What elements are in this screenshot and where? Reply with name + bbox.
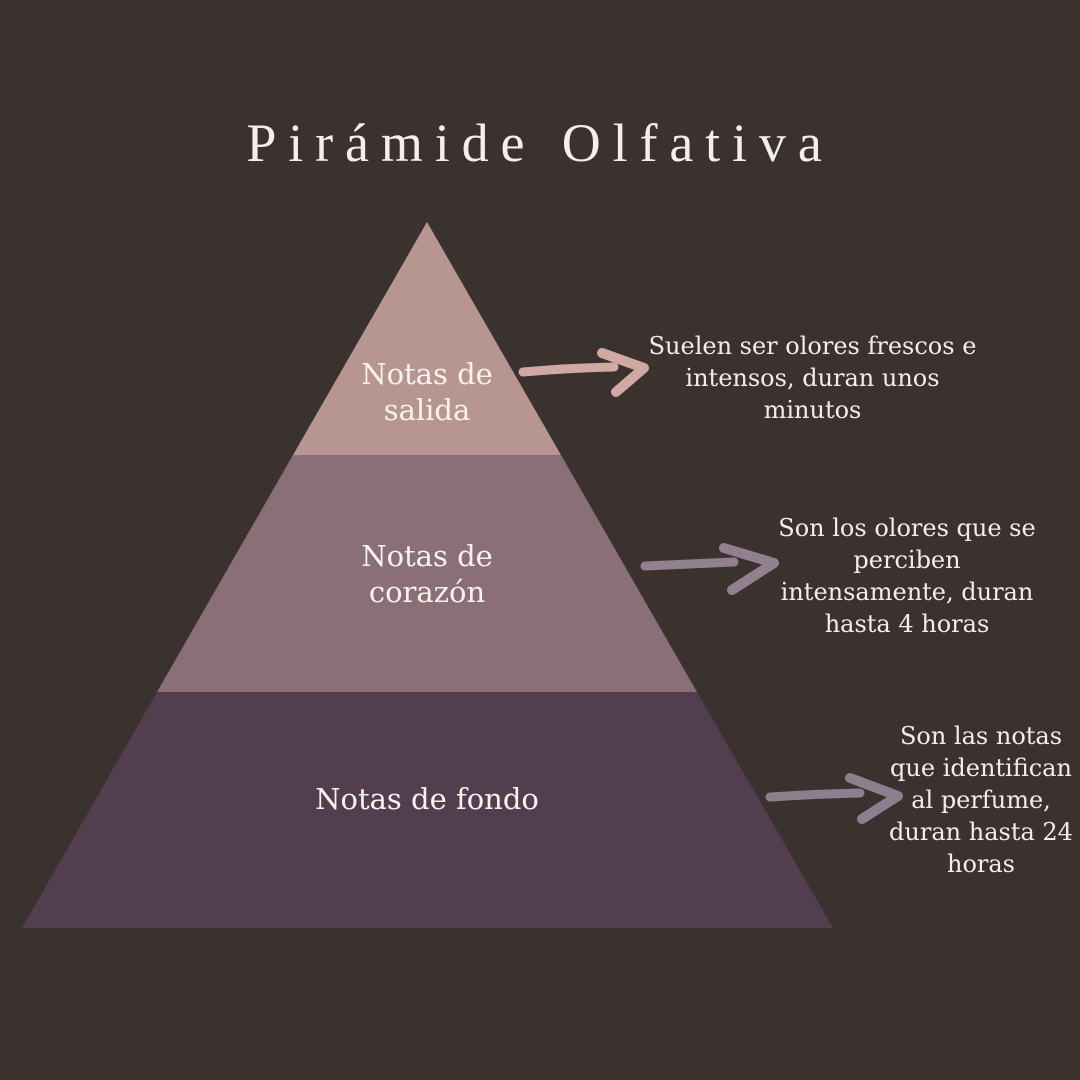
- tier-label-notas-de-salida: Notas de salida: [361, 357, 493, 427]
- page-title: Pirámide Olfativa: [246, 113, 834, 173]
- arrow-top-icon: [518, 348, 649, 397]
- pyramid-tier-base-shape: [22, 692, 833, 928]
- description-notas-de-corazon: Son los olores que se perciben intensame…: [778, 514, 1036, 638]
- description-notas-de-salida: Suelen ser olores frescos e intensos, du…: [648, 332, 977, 424]
- pyramid-tier-top-shape: [293, 222, 561, 455]
- arrow-heart-icon: [640, 543, 779, 595]
- arrow-base-icon: [765, 773, 903, 824]
- pyramid-tier-heart-shape: [157, 455, 697, 692]
- tier-label-notas-de-corazon: Notas de corazón: [361, 539, 493, 609]
- description-notas-de-fondo: Son las notas que identifican al perfume…: [889, 722, 1073, 878]
- tier-label-notas-de-fondo: Notas de fondo: [315, 782, 539, 816]
